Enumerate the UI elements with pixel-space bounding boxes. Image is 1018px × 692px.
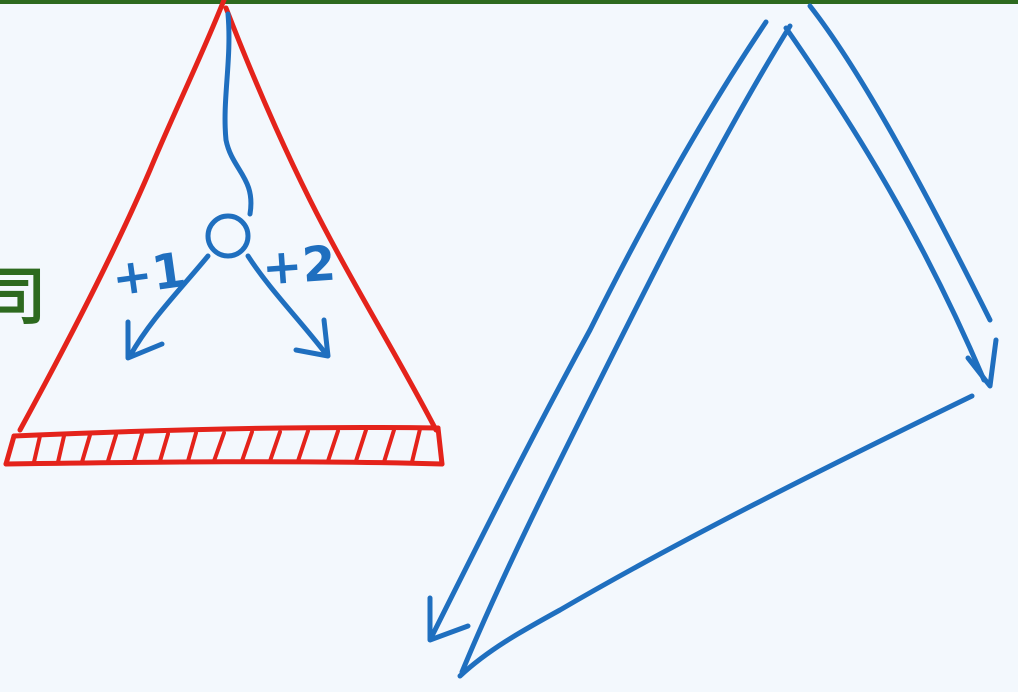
frame-base-top	[11, 424, 441, 439]
frame-base-bottom	[3, 459, 445, 467]
left-force-label: +1	[109, 242, 190, 308]
vector-right-arrowhead	[965, 337, 999, 389]
frame-base-left-end	[3, 433, 17, 467]
frame-right-side	[223, 5, 439, 433]
right-force-arrow	[245, 253, 329, 357]
frame-left-side	[17, 0, 227, 433]
right-force-label: +2	[260, 236, 337, 297]
vector-closing-side	[457, 393, 975, 679]
frame-base-right-end	[435, 425, 445, 467]
vector-right-outer	[807, 3, 993, 323]
vector-left-arrowhead	[427, 595, 471, 643]
junction-node	[205, 213, 251, 259]
vector-force-triangle	[427, 3, 999, 679]
ground-hatching	[32, 427, 422, 464]
blue-force-node	[125, 11, 331, 361]
left-force-arrowhead	[125, 319, 165, 361]
vector-right-inner	[783, 25, 987, 383]
vector-left-long-outer	[429, 19, 769, 639]
hanging-rope	[222, 11, 254, 217]
edge-glyph: 司	[0, 260, 46, 333]
left-force-arrow	[127, 253, 211, 359]
vector-left-long-inner	[459, 23, 793, 675]
right-force-arrowhead	[293, 317, 331, 359]
red-support-frame	[3, 0, 445, 467]
